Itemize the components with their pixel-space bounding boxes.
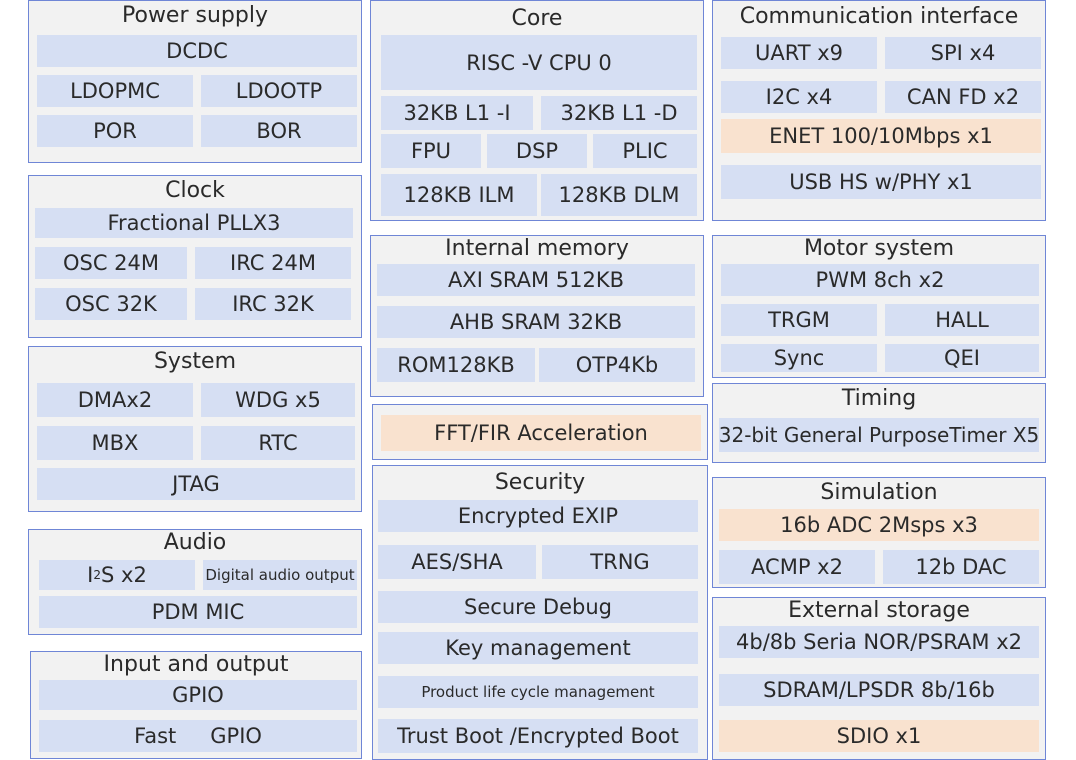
- fft-fir-panel: FFT/FIR Acceleration: [372, 404, 708, 460]
- ldootp-block: LDOOTP: [201, 75, 357, 107]
- i2s-suffix: S x2: [101, 563, 147, 587]
- communication-interface-panel: Communication interface UART x9 SPI x4 I…: [712, 0, 1046, 221]
- sync-block: Sync: [721, 344, 877, 372]
- trng-block: TRNG: [542, 545, 698, 579]
- irc-24m-block: IRC 24M: [195, 247, 351, 279]
- system-panel: System DMAx2 WDG x5 MBX RTC JTAG: [28, 346, 362, 512]
- i2c-block: I2C x4: [721, 81, 877, 113]
- l1-dcache-block: 32KB L1 -D: [541, 96, 697, 130]
- power-supply-title: Power supply: [122, 3, 268, 28]
- general-purpose-timer-block: 32-bit General PurposeTimer X5: [719, 418, 1039, 452]
- can-fd-block: CAN FD x2: [885, 81, 1041, 113]
- input-output-title: Input and output: [103, 652, 289, 677]
- clock-title: Clock: [165, 178, 225, 203]
- digital-audio-output-block: Digital audio output: [203, 560, 357, 590]
- risc-v-cpu-block: RISC -V CPU 0: [381, 35, 697, 90]
- clock-panel: Clock Fractional PLLX3 OSC 24M IRC 24M O…: [28, 175, 362, 338]
- osc-32k-block: OSC 32K: [35, 288, 187, 320]
- l1-icache-block: 32KB L1 -I: [381, 96, 533, 130]
- adc-block: 16b ADC 2Msps x3: [719, 509, 1039, 541]
- input-output-panel: Input and output GPIO Fast GPIO: [30, 651, 362, 759]
- power-supply-panel: Power supply DCDC LDOPMC LDOOTP POR BOR: [28, 0, 362, 163]
- motor-system-panel: Motor system PWM 8ch x2 TRGM HALL Sync Q…: [712, 235, 1046, 378]
- motor-system-title: Motor system: [803, 236, 955, 261]
- otp-block: OTP4Kb: [539, 348, 695, 382]
- por-block: POR: [37, 115, 193, 147]
- i2s-prefix: I: [87, 563, 94, 587]
- rom-block: ROM128KB: [377, 348, 535, 382]
- aes-sha-block: AES/SHA: [378, 545, 536, 579]
- ilm-block: 128KB ILM: [381, 174, 537, 216]
- plic-block: PLIC: [593, 134, 697, 168]
- system-title: System: [153, 349, 237, 374]
- hall-block: HALL: [885, 304, 1039, 336]
- fft-fir-acceleration-block: FFT/FIR Acceleration: [381, 415, 701, 451]
- pdm-mic-block: PDM MIC: [39, 596, 357, 628]
- dlm-block: 128KB DLM: [541, 174, 697, 216]
- timing-title: Timing: [841, 386, 917, 411]
- i2s-superscript: 2: [93, 568, 102, 582]
- irc-32k-block: IRC 32K: [195, 288, 351, 320]
- fractional-pll-block: Fractional PLLX3: [35, 208, 353, 238]
- axi-sram-block: AXI SRAM 512KB: [377, 264, 695, 296]
- external-storage-panel: External storage 4b/8b Seria NOR/PSRAM x…: [712, 597, 1046, 760]
- trust-boot-block: Trust Boot /Encrypted Boot: [378, 719, 698, 753]
- wdg-block: WDG x5: [201, 383, 355, 417]
- key-management-block: Key management: [378, 632, 698, 664]
- rtc-block: RTC: [201, 426, 355, 460]
- timing-panel: Timing 32-bit General PurposeTimer X5: [712, 383, 1046, 463]
- security-title: Security: [494, 470, 586, 495]
- usb-hs-block: USB HS w/PHY x1: [721, 165, 1041, 199]
- dma-block: DMAx2: [37, 383, 193, 417]
- communication-interface-title: Communication interface: [739, 4, 1019, 29]
- internal-memory-title: Internal memory: [445, 236, 629, 261]
- internal-memory-panel: Internal memory AXI SRAM 512KB AHB SRAM …: [370, 235, 704, 397]
- audio-title: Audio: [163, 530, 227, 555]
- sdio-block: SDIO x1: [719, 720, 1039, 752]
- simulation-title: Simulation: [820, 480, 938, 505]
- bor-block: BOR: [201, 115, 357, 147]
- jtag-block: JTAG: [37, 468, 355, 500]
- core-title: Core: [511, 6, 563, 31]
- spi-block: SPI x4: [885, 37, 1041, 69]
- enet-block: ENET 100/10Mbps x1: [721, 119, 1041, 153]
- fast-gpio-label: GPIO: [210, 724, 262, 748]
- dac-block: 12b DAC: [883, 550, 1039, 584]
- fast-label: Fast: [134, 724, 177, 748]
- secure-debug-block: Secure Debug: [378, 591, 698, 623]
- ldopmc-block: LDOPMC: [37, 75, 193, 107]
- gpio-block: GPIO: [39, 680, 357, 710]
- uart-block: UART x9: [721, 37, 877, 69]
- osc-24m-block: OSC 24M: [35, 247, 187, 279]
- ahb-sram-block: AHB SRAM 32KB: [377, 306, 695, 338]
- encrypted-exip-block: Encrypted EXIP: [378, 500, 698, 532]
- fast-gpio-block: Fast GPIO: [39, 720, 357, 752]
- dcdc-block: DCDC: [37, 35, 357, 67]
- qei-block: QEI: [885, 344, 1039, 372]
- acmp-block: ACMP x2: [719, 550, 875, 584]
- product-lifecycle-block: Product life cycle management: [378, 676, 698, 708]
- security-panel: Security Encrypted EXIP AES/SHA TRNG Sec…: [372, 465, 708, 760]
- pwm-block: PWM 8ch x2: [721, 264, 1039, 296]
- external-storage-title: External storage: [788, 598, 970, 623]
- sdram-block: SDRAM/LPSDR 8b/16b: [719, 674, 1039, 706]
- trgm-block: TRGM: [721, 304, 877, 336]
- fpu-block: FPU: [381, 134, 481, 168]
- core-panel: Core RISC -V CPU 0 32KB L1 -I 32KB L1 -D…: [370, 0, 704, 221]
- dsp-block: DSP: [487, 134, 587, 168]
- nor-psram-block: 4b/8b Seria NOR/PSRAM x2: [719, 626, 1039, 658]
- mbx-block: MBX: [37, 426, 193, 460]
- simulation-panel: Simulation 16b ADC 2Msps x3 ACMP x2 12b …: [712, 477, 1046, 588]
